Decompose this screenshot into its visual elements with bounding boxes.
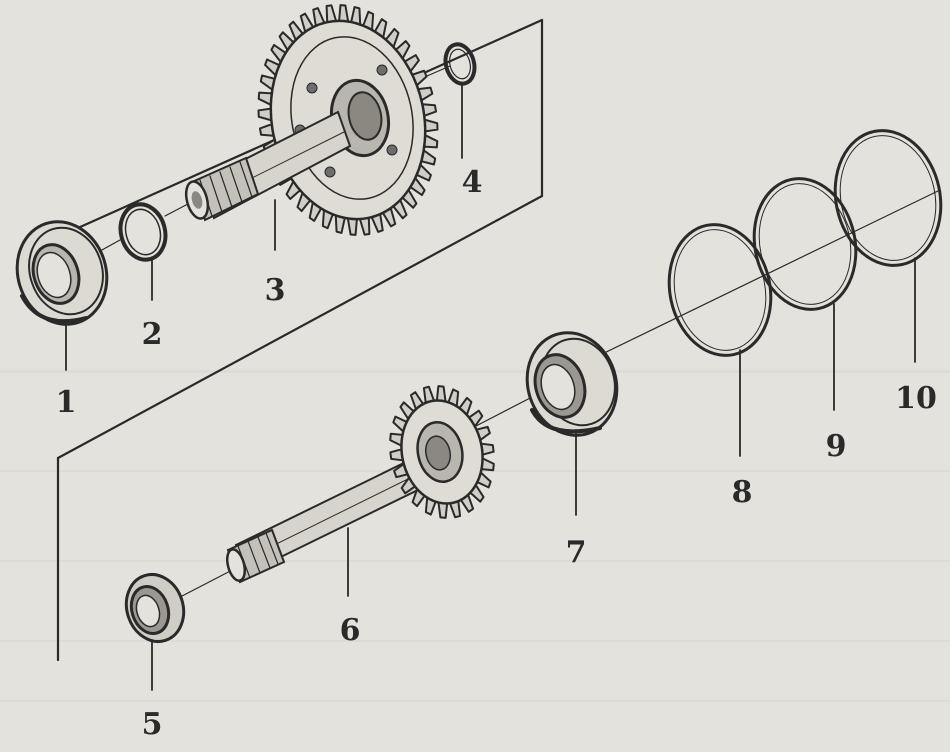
part-10-shim-ring [833,129,943,267]
callout-3: 3 [265,273,286,308]
callout-6: 6 [340,613,361,648]
callout-4: 4 [462,165,483,200]
callout-2: 2 [142,317,163,352]
callout-9: 9 [826,429,847,464]
callout-10: 10 [895,381,937,416]
part-8-shim-ring [667,223,773,357]
part-4-circlip [443,42,477,86]
callout-1: 1 [56,385,77,420]
part-3-gear-shaft [184,4,439,236]
leader-lines [65,83,916,691]
callout-7: 7 [566,535,587,570]
callouts: 1 2 3 4 5 6 7 8 9 10 [56,165,937,742]
part-9-shim-ring [752,177,858,311]
part-6-gear-shaft [225,385,495,584]
part-2-circlip [118,202,168,262]
callout-8: 8 [732,475,753,510]
part-7-bearing [525,331,619,437]
part-5-bearing [124,573,186,643]
part-1-bearing [15,220,109,326]
callout-5: 5 [142,707,163,742]
